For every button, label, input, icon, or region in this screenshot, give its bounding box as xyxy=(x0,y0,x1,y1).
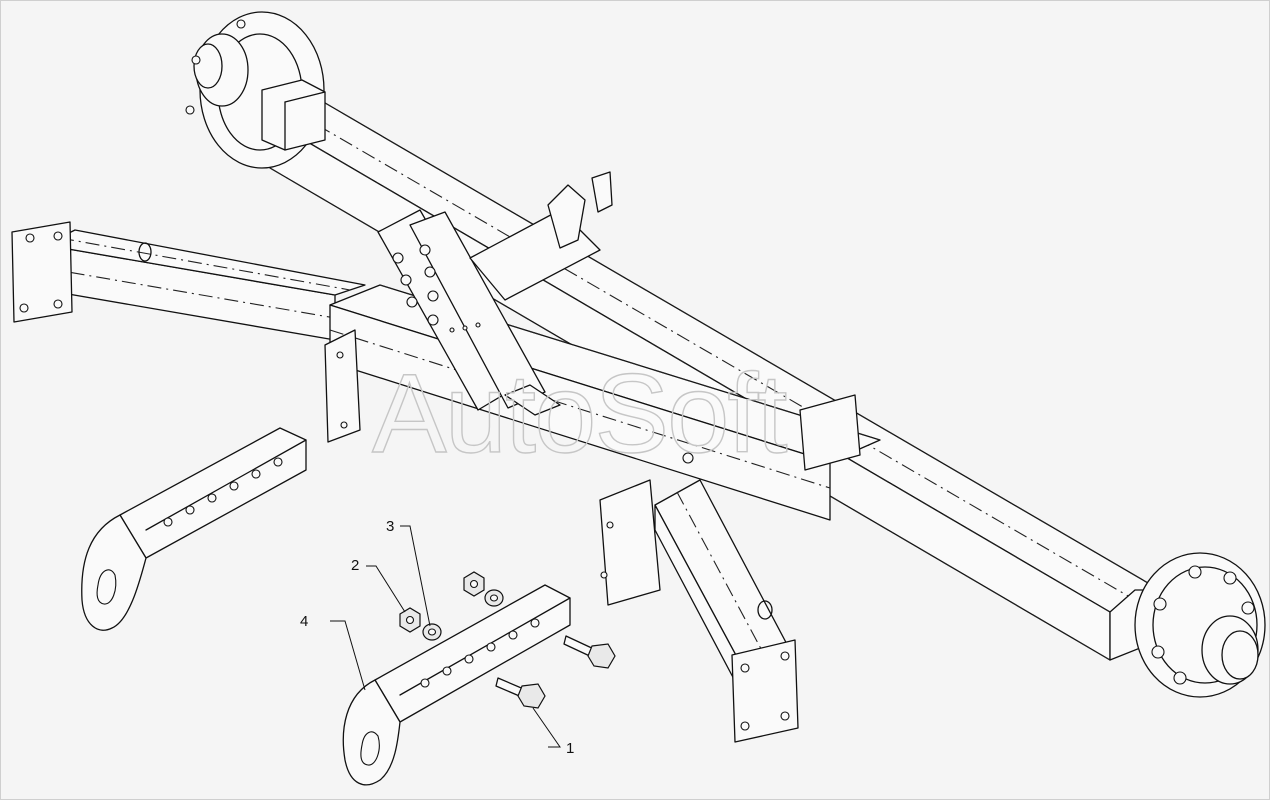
bolt-1 xyxy=(495,677,546,709)
callout-2: 2 xyxy=(351,557,359,574)
callout-1: 1 xyxy=(566,740,574,757)
left-frame-arm xyxy=(11,221,366,341)
nut-1 xyxy=(399,607,421,633)
watermark-text: AutoSoft xyxy=(372,351,788,476)
right-wheel-hub xyxy=(1109,552,1266,698)
callout-3: 3 xyxy=(386,518,394,535)
left-wheel-hub xyxy=(185,11,326,169)
nut-2 xyxy=(463,571,485,597)
tow-eye-left xyxy=(81,427,307,631)
washer-1 xyxy=(422,623,442,641)
callout-4: 4 xyxy=(300,613,308,630)
callout-leaders xyxy=(330,525,561,748)
bolt-2 xyxy=(563,635,616,669)
washer-2 xyxy=(484,589,504,607)
tow-eye-right xyxy=(342,584,571,786)
right-frame-arm xyxy=(654,479,799,743)
hitch-mounting-plate xyxy=(377,171,694,464)
